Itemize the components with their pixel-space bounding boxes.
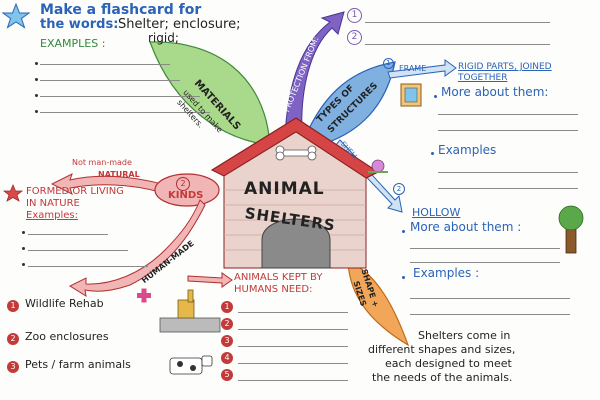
closing-line-2: different shapes and sizes, xyxy=(368,343,516,356)
write-line xyxy=(365,22,550,23)
write-line xyxy=(438,130,578,131)
shell-num: 2 xyxy=(393,183,405,195)
frame-more-about: More about them: xyxy=(441,85,549,99)
write-line xyxy=(438,188,578,189)
write-line xyxy=(438,114,578,115)
frame-arrow xyxy=(387,59,457,79)
natural-arrow xyxy=(50,173,176,197)
hollow-label: HOLLOW xyxy=(412,206,461,219)
bullet xyxy=(35,94,38,97)
kept-num-1: 1 xyxy=(221,301,233,313)
dog-house-icon xyxy=(210,117,380,269)
examples-label: EXAMPLES : xyxy=(40,37,106,50)
center-title-line1: ANIMAL xyxy=(244,179,325,199)
bullet xyxy=(35,110,38,113)
write-line xyxy=(410,262,560,263)
kept-num-2: 2 xyxy=(221,318,233,330)
instruction-title-line1: Make a flashcard for xyxy=(40,2,202,18)
human-example-num-2: 2 xyxy=(7,333,19,345)
frame-examples: Examples xyxy=(438,143,497,157)
hollow-examples: Examples : xyxy=(413,266,480,280)
write-line xyxy=(238,346,348,347)
write-line xyxy=(410,314,570,315)
bullet xyxy=(22,231,25,234)
human-example-num-1: 1 xyxy=(7,300,19,312)
protection-num-2: 2 xyxy=(347,30,362,45)
bullet xyxy=(402,276,405,279)
shape-sizes-leaf xyxy=(347,261,410,347)
human-example-3: Pets / farm animals xyxy=(25,358,131,371)
closing-line-4: the needs of the animals. xyxy=(372,371,513,384)
kept-num-4: 4 xyxy=(221,352,233,364)
write-line xyxy=(40,96,200,97)
star-icon xyxy=(1,2,31,29)
write-line xyxy=(28,234,108,235)
cow-icon xyxy=(169,355,213,375)
write-line xyxy=(28,250,128,251)
natural-description-1: FORMED OR LIVING xyxy=(26,186,124,197)
kinds-label: KINDS xyxy=(168,190,204,201)
natural-label: NATURAL xyxy=(98,170,140,179)
picture-frame-icon xyxy=(400,83,422,107)
write-line xyxy=(40,64,170,65)
write-line xyxy=(40,112,210,113)
kept-title-line2: HUMANS NEED: xyxy=(234,284,313,295)
write-line xyxy=(40,80,180,81)
human-example-1: Wildlife Rehab xyxy=(25,297,104,310)
write-line xyxy=(410,248,560,249)
vocabulary-words-2: rigid; xyxy=(148,31,179,45)
bullet xyxy=(35,78,38,81)
hollow-more-about: More about them : xyxy=(410,220,522,234)
closing-line-3: each designed to meet xyxy=(385,357,512,370)
bullet xyxy=(35,62,38,65)
kept-num-5: 5 xyxy=(221,369,233,381)
kept-num-3: 3 xyxy=(221,335,233,347)
bullet xyxy=(431,152,434,155)
snail-icon xyxy=(368,159,388,173)
write-line xyxy=(238,363,348,364)
frame-description-1: RIGID PARTS, JOINED xyxy=(458,62,552,72)
human-example-2: Zoo enclosures xyxy=(25,330,109,343)
bullet xyxy=(402,230,405,233)
star-icon-natural xyxy=(2,183,24,202)
protection-arrow xyxy=(284,11,345,136)
protection-num-1: 1 xyxy=(347,8,362,23)
write-line xyxy=(410,298,570,299)
write-line xyxy=(238,329,348,330)
human-made-arrow xyxy=(68,199,206,298)
kinds-bubble xyxy=(154,173,220,207)
frame-description-2: TOGETHER xyxy=(458,73,508,83)
write-line xyxy=(238,380,348,381)
kept-title-line1: ANIMALS KEPT BY xyxy=(234,272,323,283)
instruction-title-line2: the words: xyxy=(40,17,119,32)
frame-label: FRAME xyxy=(399,64,427,73)
tree-icon xyxy=(558,205,584,254)
write-line xyxy=(438,172,578,173)
bullet xyxy=(22,263,25,266)
types-leaf xyxy=(299,61,396,151)
write-line xyxy=(238,312,348,313)
vocabulary-words: Shelter; enclosure; xyxy=(118,17,241,32)
natural-description-2: IN NATURE xyxy=(26,198,80,209)
bullet xyxy=(22,247,25,250)
natural-examples: Examples: xyxy=(26,210,78,221)
plus-icon xyxy=(137,288,151,303)
frame-num: 1 xyxy=(383,58,394,69)
kept-arrow xyxy=(187,272,233,288)
kinds-num: 2 xyxy=(176,177,190,191)
human-example-num-3: 3 xyxy=(7,361,19,373)
giraffe-icon xyxy=(159,289,221,333)
write-line xyxy=(28,266,148,267)
not-man-made-label: Not man-made xyxy=(72,158,132,167)
write-line xyxy=(365,44,550,45)
closing-line-1: Shelters come in xyxy=(418,329,511,342)
bullet xyxy=(434,95,437,98)
